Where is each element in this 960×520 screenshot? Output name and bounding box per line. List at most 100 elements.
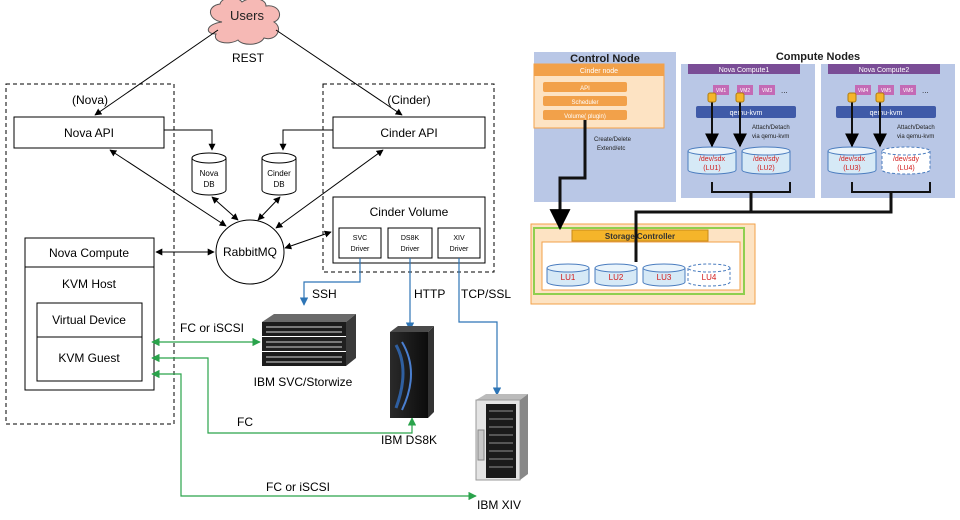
api-bar bbox=[543, 82, 627, 92]
ds8k-driver-label-1: DS8K bbox=[401, 235, 420, 242]
api-label: API bbox=[580, 86, 590, 92]
svc-driver-label-1: SVC bbox=[353, 235, 367, 242]
volume-plugin-label: Volume( plugin) bbox=[564, 114, 606, 120]
lu4-volume: LU4 bbox=[687, 263, 731, 287]
cinder-db-label-2: DB bbox=[273, 180, 284, 189]
cinder-db-cylinder: Cinder DB bbox=[261, 152, 297, 196]
dev-sdx-2: /dev/sdx bbox=[839, 156, 866, 163]
qemu-kvm-2-label: qemu-kvm bbox=[870, 110, 903, 117]
attach-detach-2: Attach/Detach bbox=[897, 125, 935, 131]
xiv-driver-label-2: Driver bbox=[450, 246, 469, 253]
control-path bbox=[549, 120, 587, 231]
fc-iscsi-label-1: FC or iSCSI bbox=[180, 321, 244, 335]
fc-iscsi-label-2: FC or iSCSI bbox=[266, 480, 330, 494]
lu2-paren: (LU2) bbox=[757, 165, 775, 172]
vm6-label: VM6 bbox=[903, 88, 914, 94]
kvm-guest-label: KVM Guest bbox=[58, 351, 120, 365]
nova-api-box bbox=[13, 116, 165, 149]
nova-api-label: Nova API bbox=[64, 126, 114, 140]
qemu-kvm-1-label: qemu-kvm bbox=[730, 110, 763, 117]
vm2-label: VM2 bbox=[740, 88, 751, 94]
attach-detach-1: Attach/Detach bbox=[752, 125, 790, 131]
cinder-volume-label: Cinder Volume bbox=[370, 205, 449, 219]
storage-controller-bar bbox=[571, 229, 709, 242]
kvm-guest-box bbox=[36, 302, 143, 382]
qemu-kvm-2-bar bbox=[836, 106, 936, 118]
vm3-label: VM3 bbox=[762, 88, 773, 94]
cinder-api-box bbox=[332, 116, 486, 149]
nova-db-cylinder: Nova DB bbox=[191, 152, 227, 196]
nova-compute1-label: Nova Compute1 bbox=[719, 67, 770, 74]
via-qemu-2: via qemu-kvm bbox=[897, 134, 934, 140]
nova-compute-label: Nova Compute bbox=[49, 246, 129, 260]
lu4-paren: (LU4) bbox=[897, 165, 915, 172]
storage-controller-label: Storage Controller bbox=[605, 232, 675, 241]
scheduler-bar bbox=[543, 96, 627, 106]
compute-node-2-panel bbox=[821, 64, 955, 198]
ibm-svc-storage-icon bbox=[262, 314, 356, 366]
vm1-label: VM1 bbox=[716, 88, 727, 94]
create-delete-label: Create/Delete bbox=[594, 137, 632, 143]
rabbitmq-label: RabbitMQ bbox=[223, 245, 277, 259]
compute-node-1-panel bbox=[681, 64, 815, 198]
lu1-paren: (LU1) bbox=[703, 165, 721, 172]
lu3-volume: LU3 bbox=[642, 263, 686, 287]
vm-more-1: ... bbox=[781, 86, 788, 95]
tcp-ssl-label: TCP/SSL bbox=[461, 287, 511, 301]
control-connectors bbox=[94, 29, 403, 256]
nova-compute2-bar bbox=[828, 64, 940, 74]
dev-sdx-1: /dev/sdx bbox=[699, 156, 726, 163]
disk-lu2: /dev/sdy (LU2) bbox=[741, 146, 791, 175]
ds8k-driver-box bbox=[387, 227, 433, 259]
nova-db-label-2: DB bbox=[203, 180, 214, 189]
attach-connectors bbox=[707, 92, 885, 103]
disk-lu3: /dev/sdx (LU3) bbox=[827, 146, 877, 175]
dev-sdy-1: /dev/sdy bbox=[753, 156, 780, 163]
disk-lu4: /dev/sdy (LU4) bbox=[881, 146, 931, 175]
vm4-label: VM4 bbox=[858, 88, 869, 94]
kvm-host-label: KVM Host bbox=[62, 277, 117, 291]
vm5-label: VM5 bbox=[881, 88, 892, 94]
lu3-paren: (LU3) bbox=[843, 165, 861, 172]
control-node-title: Control Node bbox=[570, 53, 640, 65]
lu1-label: LU1 bbox=[561, 273, 576, 282]
rest-label: REST bbox=[232, 51, 265, 65]
cinder-api-label: Cinder API bbox=[380, 126, 437, 140]
driver-links bbox=[299, 258, 502, 396]
vm-more-2: ... bbox=[922, 86, 929, 95]
ibm-xiv-storage-icon bbox=[475, 394, 528, 481]
vm6-box bbox=[900, 85, 916, 95]
svc-driver-label-2: Driver bbox=[351, 246, 370, 253]
nova-compute2-label: Nova Compute2 bbox=[859, 67, 910, 74]
rabbitmq-circle bbox=[215, 219, 285, 285]
nova-compute1-bar bbox=[688, 64, 800, 74]
via-qemu-1: via qemu-kvm bbox=[752, 134, 789, 140]
cinder-node-header bbox=[534, 64, 664, 76]
storage-inner-border bbox=[533, 227, 745, 295]
nova-group-label: (Nova) bbox=[72, 93, 108, 107]
lu4-label: LU4 bbox=[702, 273, 717, 282]
http-label: HTTP bbox=[414, 287, 445, 301]
xiv-driver-label-1: XIV bbox=[453, 235, 465, 242]
lu2-label: LU2 bbox=[609, 273, 624, 282]
ibm-ds8k-label: IBM DS8K bbox=[381, 433, 437, 447]
cinder-group-label: (Cinder) bbox=[387, 93, 430, 107]
xiv-driver-box bbox=[437, 227, 481, 259]
svc-driver-box bbox=[338, 227, 382, 259]
volume-bar bbox=[543, 110, 627, 120]
vm3-box bbox=[759, 85, 775, 95]
cinder-db-label-1: Cinder bbox=[267, 169, 291, 178]
fc-label: FC bbox=[237, 415, 253, 429]
ibm-svc-label: IBM SVC/Storwize bbox=[254, 375, 353, 389]
lu1-volume: LU1 bbox=[546, 263, 590, 287]
data-path bbox=[634, 192, 893, 262]
vm5-box bbox=[878, 85, 894, 95]
ibm-xiv-label: IBM XIV bbox=[477, 498, 521, 512]
vm4-box bbox=[855, 85, 871, 95]
nova-db-label-1: Nova bbox=[200, 169, 219, 178]
virtual-device-label: Virtual Device bbox=[52, 313, 126, 327]
data-links bbox=[151, 337, 477, 501]
vm1-box bbox=[713, 85, 729, 95]
lu2-volume: LU2 bbox=[594, 263, 638, 287]
